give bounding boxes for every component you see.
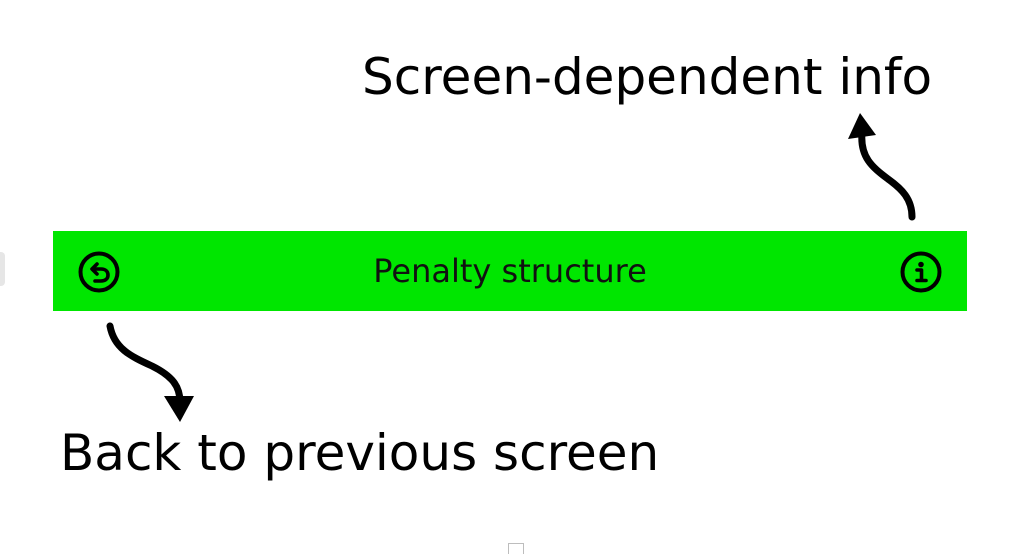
window-edge-marker <box>0 252 5 286</box>
page-title: Penalty structure <box>373 252 647 290</box>
back-to-previous-screen-annotation: Back to previous screen <box>60 424 660 482</box>
screen-dependent-info-annotation: Screen-dependent info <box>362 48 933 106</box>
info-circle-icon[interactable] <box>899 250 943 294</box>
annotation-arrow-down-icon <box>106 322 194 422</box>
top-navigation-bar: Penalty structure <box>53 231 967 311</box>
bottom-edge-marker <box>508 543 524 554</box>
annotation-arrow-up-icon <box>848 113 916 221</box>
back-arrow-circle-icon[interactable] <box>77 250 121 294</box>
